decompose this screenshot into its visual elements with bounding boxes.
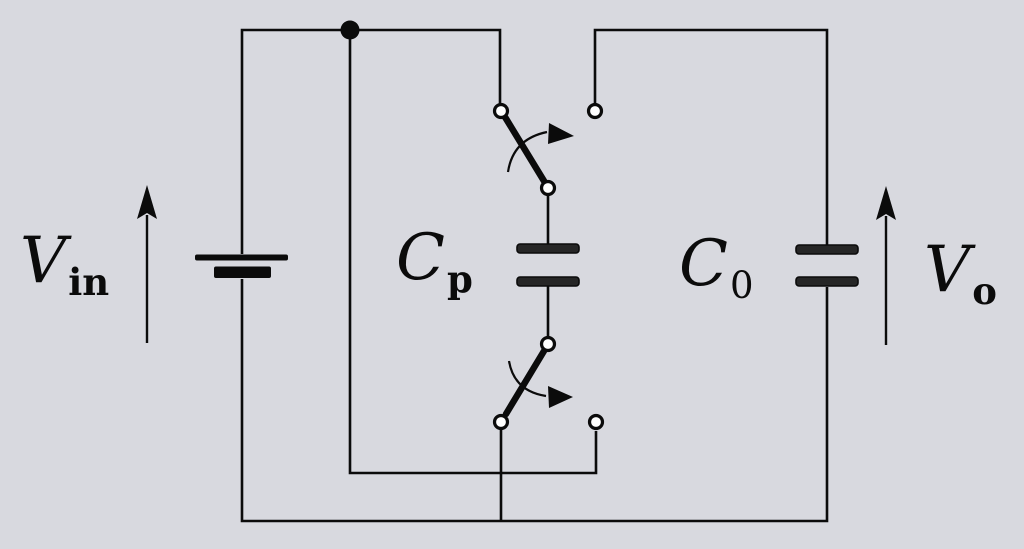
top-switch-motion-arrowhead	[548, 123, 574, 144]
vin-symbol: V	[20, 224, 67, 298]
wire-bottom-rail	[240, 279, 829, 523]
label-vo: Vo	[924, 238, 997, 323]
label-c0: C0	[679, 232, 754, 318]
junction-dot	[340, 20, 360, 40]
battery-icon	[195, 254, 288, 278]
label-cp: Cp	[396, 226, 473, 311]
capacitor-cp-icon	[516, 243, 580, 287]
bottom-switch-motion-arc	[507, 360, 547, 398]
top-switch-icon	[492, 102, 604, 197]
bottom-switch-icon	[492, 335, 605, 431]
vo-arrow-icon	[876, 186, 896, 345]
cp-subscript: p	[446, 257, 473, 301]
battery-short-plate	[214, 266, 271, 278]
vo-arrowhead	[876, 186, 896, 220]
vo-subscript: o	[972, 269, 997, 313]
bottom-switch-terminal-common	[539, 335, 557, 353]
bottom-switch-terminal-left	[492, 413, 510, 431]
battery-long-plate	[195, 254, 288, 261]
top-switch-terminal-right	[586, 102, 604, 120]
vin-subscript: in	[68, 260, 110, 304]
bottom-switch-blade	[502, 347, 548, 418]
cp-top-plate	[516, 243, 580, 254]
bottom-switch-motion-arrowhead	[548, 386, 573, 408]
top-switch-motion-arc	[506, 130, 548, 173]
capacitor-c0-icon	[795, 244, 859, 287]
c0-top-plate	[795, 244, 859, 255]
c0-symbol: C	[679, 227, 728, 301]
top-switch-terminal-common	[539, 179, 557, 197]
top-switch-terminal-left	[492, 102, 510, 120]
bottom-switch-terminal-right	[587, 413, 605, 431]
top-switch-blade	[501, 113, 548, 185]
wire-battery-top-to-top-switch	[240, 28, 502, 254]
cp-symbol: C	[396, 221, 445, 295]
wire-top-switch-to-c0-top	[593, 28, 829, 245]
vo-symbol: V	[924, 233, 971, 307]
wires	[240, 20, 829, 523]
c0-subscript: 0	[729, 264, 754, 307]
vin-arrowhead	[137, 185, 157, 219]
vin-arrow-icon	[137, 185, 157, 343]
c0-bottom-plate	[795, 276, 859, 287]
wire-junction-to-bottom-switch-right	[348, 30, 598, 475]
label-vin: Vin	[20, 229, 109, 314]
cp-bottom-plate	[516, 276, 580, 287]
